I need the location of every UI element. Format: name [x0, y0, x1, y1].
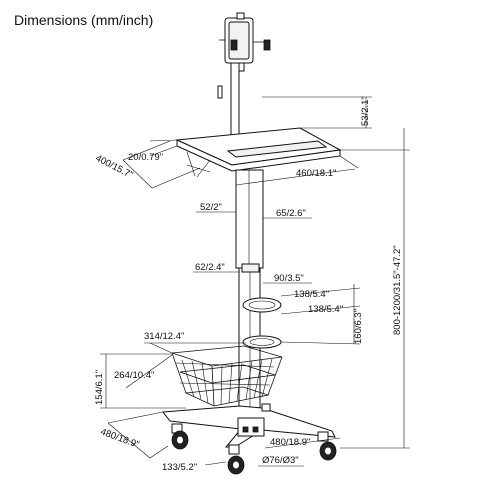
dim-shelf-width: 460/18.1": [296, 168, 336, 179]
dim-basket-width: 314/12.4": [144, 331, 184, 342]
dim-base-width: 480/18.9": [270, 437, 310, 448]
wire-basket: [171, 345, 283, 407]
caster-front: [227, 444, 245, 475]
dim-ring-a: 138/5.4": [294, 289, 329, 300]
dimension-lines: [100, 96, 410, 467]
dim-column-upper-a: 52/2": [200, 202, 222, 213]
ring-holder: [242, 297, 282, 349]
dim-column-upper-b: 65/2.6": [276, 208, 306, 219]
dim-caster-offset: 133/5.2": [162, 462, 197, 473]
caster-right: [317, 431, 337, 461]
dim-basket-height: 154/6.1": [94, 370, 105, 405]
page-title: Dimensions (mm/inch): [14, 12, 154, 28]
dim-shelf-thickness: 20/0.79": [128, 152, 163, 163]
dim-caster-diameter: Ø76/Ø3": [262, 455, 299, 466]
casters: [171, 403, 337, 475]
tablet-holder: [219, 12, 271, 72]
dim-ring-b: 138/5.4": [308, 304, 343, 315]
upper-mast: [217, 62, 240, 140]
dim-column-lower-b: 90/3.5": [274, 273, 304, 284]
dim-holder-height: 53/2.1": [360, 96, 371, 126]
work-shelf: [175, 127, 342, 178]
caster-left: [171, 423, 189, 450]
dim-base-depth: 480/18.9": [99, 426, 141, 450]
column: [235, 169, 264, 419]
dim-basket-depth: 264/10.4": [114, 370, 154, 381]
dim-column-lower-a: 62/2.4": [195, 262, 225, 273]
dim-ring-height: 160/6.3": [353, 309, 364, 344]
dim-total-height: 800-1200/31.5"-47.2": [392, 245, 403, 335]
base: [162, 405, 336, 448]
caster-back: [261, 403, 271, 412]
